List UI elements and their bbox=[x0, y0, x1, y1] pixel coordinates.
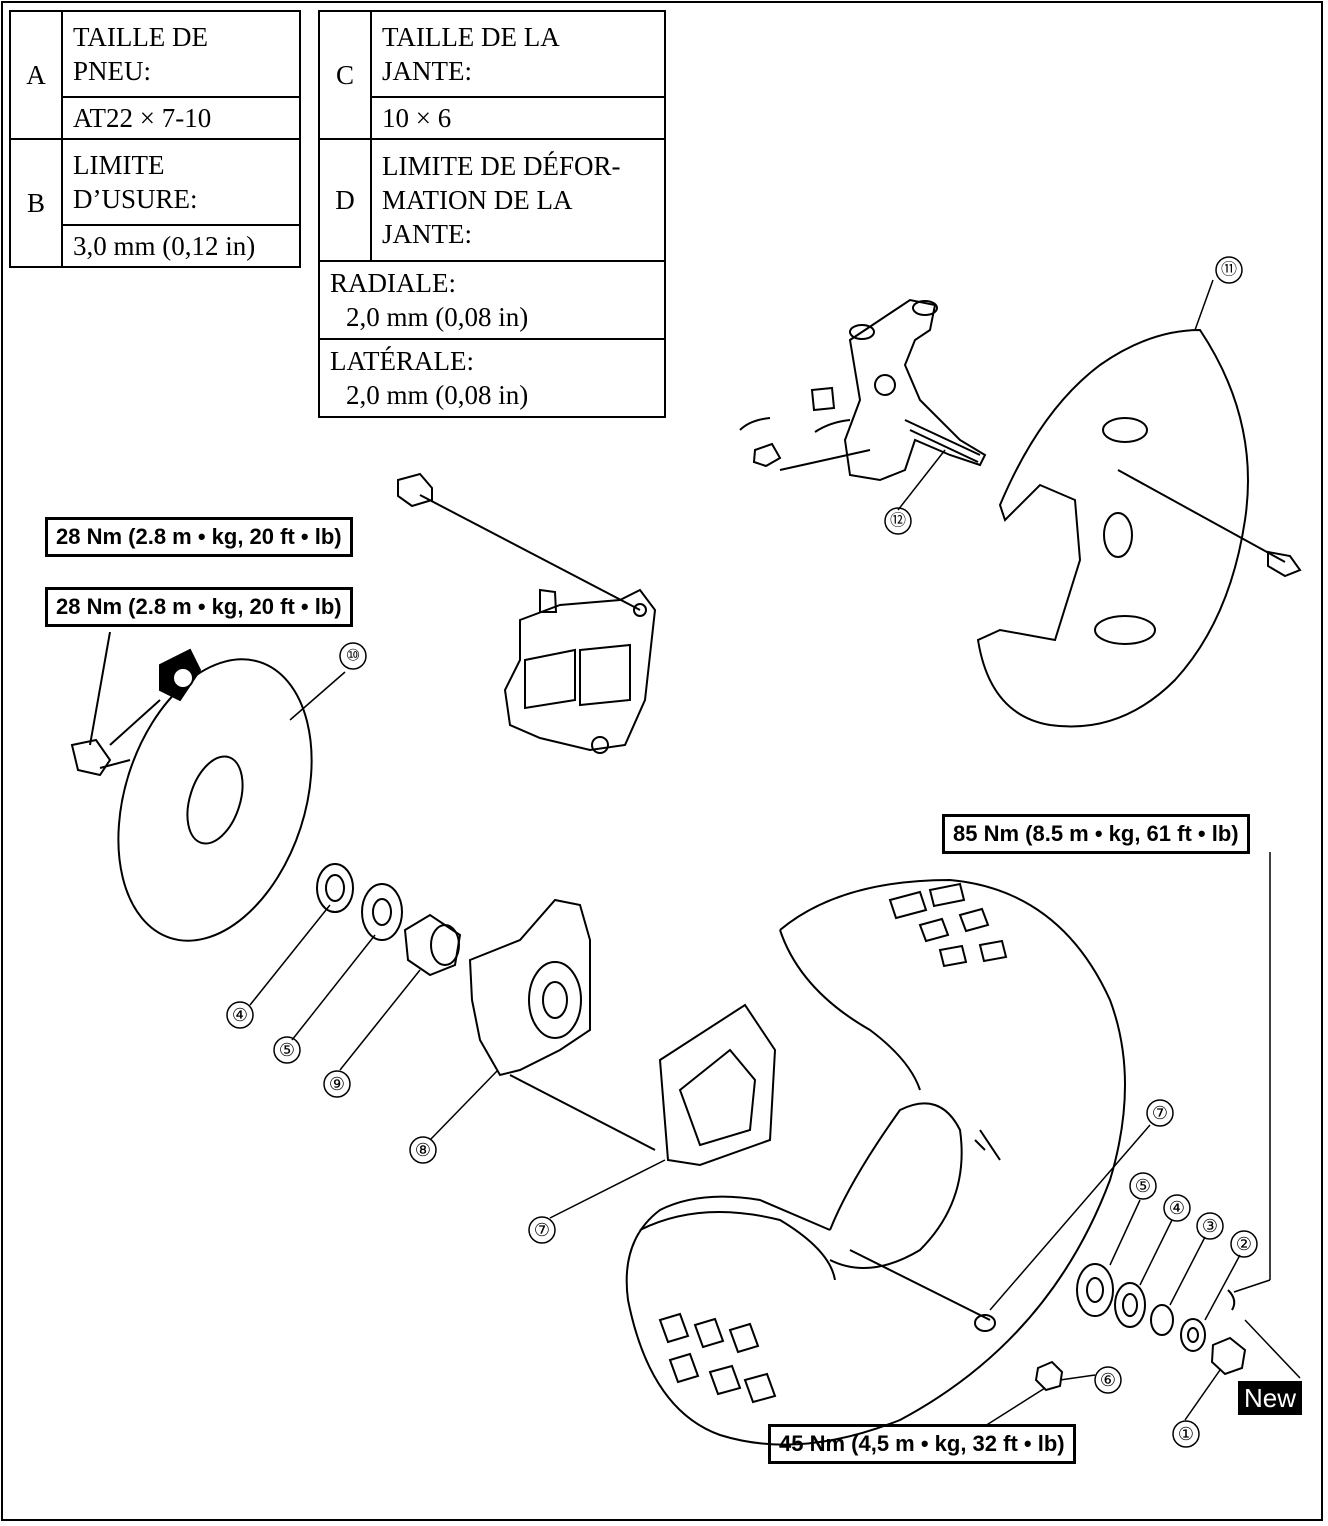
tire-size-value: AT22 × 7-10 bbox=[61, 96, 301, 140]
brake-disc-guard bbox=[976, 328, 1302, 728]
callout-4-left: ④ bbox=[232, 1005, 248, 1025]
rim-size-label: TAILLE DE LA JANTE: bbox=[370, 10, 666, 98]
radial-value: 2,0 mm (0,08 in) bbox=[346, 302, 529, 332]
callout-6: ⑥ bbox=[1100, 1370, 1116, 1390]
callout-9: ⑨ bbox=[329, 1074, 345, 1094]
oil-seal-right bbox=[1114, 1282, 1146, 1328]
wheel-nut bbox=[1034, 1360, 1064, 1392]
callout-circles bbox=[226, 256, 1258, 1448]
rim-runout-label: LIMITE DE DÉFOR-MATION DE LA JANTE: bbox=[370, 138, 666, 262]
callout-10: ⑩ bbox=[346, 648, 360, 665]
bearing-right bbox=[1076, 1263, 1114, 1317]
callout-4-right: ④ bbox=[1169, 1198, 1185, 1218]
tread-pattern bbox=[658, 882, 1008, 1404]
callout-12: ⑫ bbox=[890, 512, 906, 530]
callout-1: ① bbox=[1178, 1424, 1194, 1444]
callout-2: ② bbox=[1236, 1234, 1252, 1254]
torque-caliper-bolt: 28 Nm (2.8 m • kg, 20 ft • lb) bbox=[45, 517, 353, 557]
new-part-badge: New bbox=[1238, 1381, 1303, 1415]
steering-knuckle bbox=[739, 298, 987, 482]
bearing-left bbox=[361, 883, 403, 941]
tire-size-label: TAILLE DE PNEU: bbox=[61, 10, 301, 98]
collar bbox=[1150, 1304, 1174, 1336]
axle-nut bbox=[1210, 1336, 1247, 1376]
callout-11: ⑪ bbox=[1221, 261, 1237, 279]
wheel-hub bbox=[468, 898, 656, 1151]
cotter-pin bbox=[1227, 1289, 1236, 1311]
leader-lines bbox=[249, 279, 1301, 1427]
brake-caliper bbox=[397, 472, 657, 754]
lateral-value: 2,0 mm (0,08 in) bbox=[346, 380, 529, 410]
washer bbox=[1180, 1318, 1206, 1352]
callout-7-left: ⑦ bbox=[534, 1220, 550, 1240]
radial-runout-cell: RADIALE: 2,0 mm (0,08 in) bbox=[318, 260, 666, 340]
lateral-runout-cell: LATÉRALE: 2,0 mm (0,08 in) bbox=[318, 338, 666, 418]
spec-table-rim: C TAILLE DE LA JANTE: 10 × 6 D LIMITE DE… bbox=[318, 10, 666, 418]
torque-disc-bolt: 28 Nm (2.8 m • kg, 20 ft • lb) bbox=[45, 587, 353, 627]
spec-table-tire: A TAILLE DE PNEU: AT22 × 7-10 B LIMITE D… bbox=[9, 10, 301, 268]
wear-limit-value: 3,0 mm (0,12 in) bbox=[61, 224, 301, 268]
callout-7-right: ⑦ bbox=[1152, 1103, 1168, 1123]
spacer bbox=[403, 913, 462, 977]
tire-assembly bbox=[625, 878, 1126, 1446]
callout-5-left: ⑤ bbox=[279, 1040, 295, 1060]
oil-seal-left bbox=[316, 863, 354, 913]
rim-plate bbox=[658, 1003, 777, 1167]
wear-limit-label: LIMITE D’USURE: bbox=[61, 138, 301, 226]
rim-size-value: 10 × 6 bbox=[370, 96, 666, 140]
torque-axle-nut: 85 Nm (8.5 m • kg, 61 ft • lb) bbox=[942, 814, 1250, 854]
spec-key-d: D bbox=[318, 138, 372, 262]
spec-key-c: C bbox=[318, 10, 372, 140]
spec-key-b: B bbox=[9, 138, 63, 268]
brake-disc bbox=[70, 631, 313, 942]
lateral-label: LATÉRALE: bbox=[330, 346, 474, 376]
callout-3: ③ bbox=[1202, 1216, 1218, 1236]
callout-8: ⑧ bbox=[415, 1140, 431, 1160]
callout-5-right: ⑤ bbox=[1135, 1176, 1151, 1196]
spec-key-a: A bbox=[9, 10, 63, 140]
radial-label: RADIALE: bbox=[330, 268, 456, 298]
